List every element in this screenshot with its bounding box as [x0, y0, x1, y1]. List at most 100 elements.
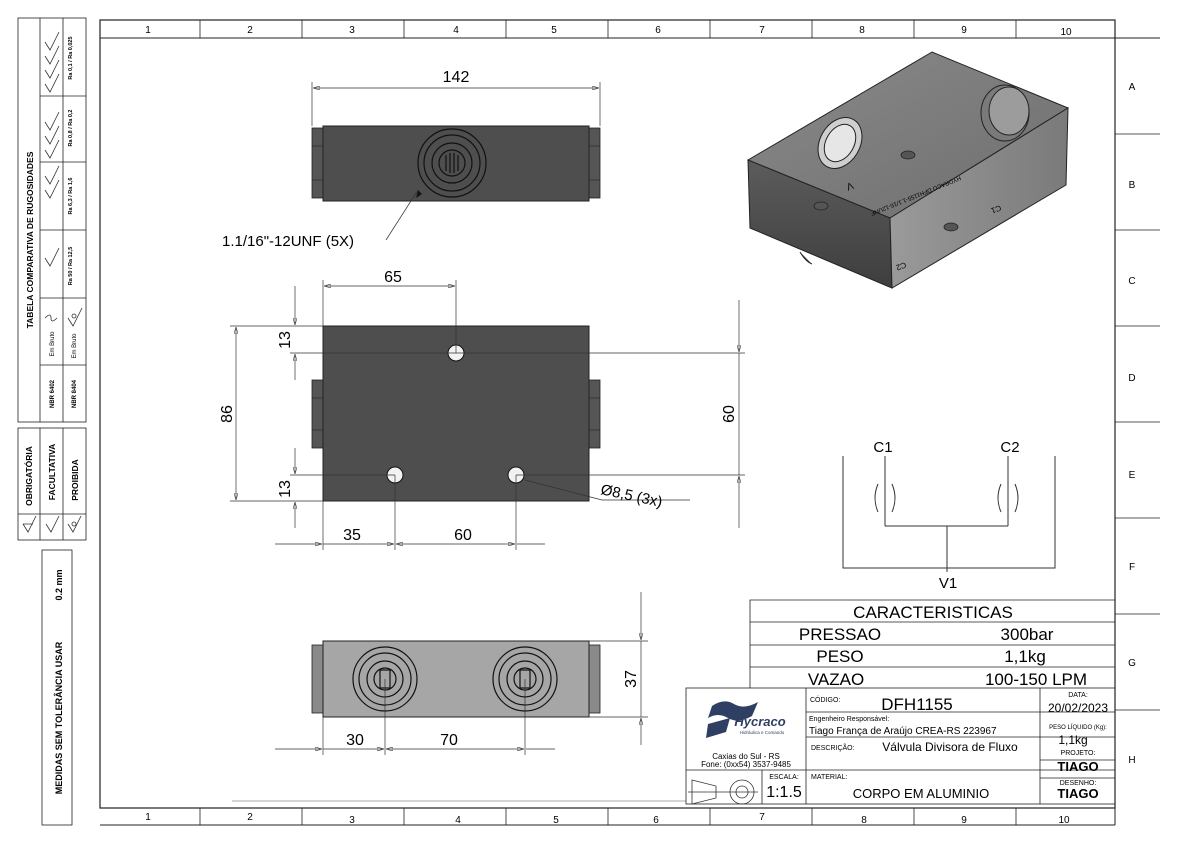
- roughness-grade-4: Ra 0,1 / Ra 0,025: [68, 36, 74, 79]
- bottom-view-dimensions: [275, 592, 648, 755]
- tolerance-label: MEDIDAS SEM TOLERÂNCIA USAR: [53, 641, 64, 794]
- column-markers-top: 1 2 3 4 5 6 7 8 9 10: [145, 20, 1072, 38]
- row-f: F: [1129, 562, 1135, 573]
- top-view-body: [322, 125, 590, 202]
- usage-forbidden: PROIBIDA: [70, 459, 80, 501]
- char-flow-value: 100-150 LPM: [985, 670, 1087, 689]
- iso-mark-v: V: [844, 179, 854, 192]
- hole-note: Ø8,5 (3x): [599, 481, 664, 511]
- dim-30: 30: [346, 732, 364, 749]
- col-3-bottom: 3: [349, 815, 355, 826]
- char-flow-label: VAZAO: [808, 670, 864, 689]
- roughness-table-title: TABELA COMPARATIVA DE RUGOSIDADES: [25, 151, 35, 328]
- row-g: G: [1128, 658, 1136, 669]
- usage-table: [17, 427, 87, 541]
- code-label: CÓDIGO:: [810, 695, 840, 704]
- weight-value: 1,1kg: [1058, 733, 1087, 747]
- bottom-view: 37 30 70: [275, 592, 648, 755]
- standard-nbr-8404: NBR 8404: [72, 379, 78, 408]
- col-7-bottom: 7: [759, 812, 765, 823]
- schematic-c2: C2: [1000, 439, 1019, 456]
- iso-end-face: [889, 107, 1069, 289]
- characteristics-table: [749, 599, 1115, 688]
- row-h: H: [1128, 755, 1135, 766]
- description-label: DESCRIÇÃO:: [811, 743, 855, 752]
- iso-mark-c1: C1: [989, 203, 1002, 215]
- hycraco-logo-mark: [708, 701, 758, 721]
- col-2-bottom: 2: [247, 812, 253, 823]
- char-pressure-value: 300bar: [1001, 625, 1054, 644]
- roughness-table: [17, 17, 87, 423]
- col-4-top: 4: [453, 25, 459, 36]
- surface-finish-symbol-4: [44, 31, 60, 93]
- usage-mandatory: OBRIGATÓRIA: [23, 446, 34, 506]
- code-value: DFH1155: [881, 695, 953, 714]
- drawing-value: TIAGO: [1057, 786, 1098, 801]
- raw-finish-symbol: [44, 314, 58, 322]
- col-8-bottom: 8: [861, 815, 867, 826]
- usage-symbols: [22, 515, 82, 533]
- thread-leader: [385, 189, 423, 241]
- roughness-symbols: [44, 31, 83, 327]
- engineer-label: Engenheiro Responsável:: [809, 716, 889, 723]
- weight-label: PESO LÍQUIDO (Kg):: [1049, 724, 1107, 731]
- raw-finish-symbol-8404: [67, 307, 83, 327]
- top-view-length-label: 142: [443, 69, 470, 86]
- dim-35: 35: [343, 527, 361, 544]
- company-phone: Fone: (0xx54) 3537-9485: [701, 760, 791, 769]
- column-markers-bottom: 1 2 3 4 5 6 7 8 9 10: [145, 808, 1070, 826]
- dim-13-top: 13: [277, 331, 294, 349]
- iso-mounting-holes: [813, 150, 959, 232]
- projection-symbol: [688, 779, 758, 805]
- date-label: DATA:: [1068, 692, 1088, 699]
- row-markers-right: A B C D E F G H: [1115, 82, 1160, 766]
- company-name: Hycraco: [734, 714, 785, 729]
- char-weight-label: PESO: [816, 647, 863, 666]
- usage-optional: FACULTATIVA: [47, 444, 57, 501]
- restrictor-left: [874, 483, 896, 513]
- surface-finish-symbol-1: [44, 247, 60, 267]
- company-city: Caxias do Sul - RS: [712, 752, 780, 761]
- tolerance-box: [41, 549, 73, 826]
- row-b: B: [1129, 180, 1136, 191]
- dim-65: 65: [384, 269, 402, 286]
- col-1-bottom: 1: [145, 812, 151, 823]
- front-view: 65 86 13 13 60 35 60 Ø8,5 (3x): [219, 269, 745, 550]
- project-label: PROJETO:: [1061, 750, 1096, 757]
- row-e: E: [1129, 470, 1136, 481]
- col-10-bottom: 10: [1058, 815, 1070, 826]
- raw-label-8404: Em Bruto: [72, 333, 78, 359]
- dim-13-bottom: 13: [277, 480, 294, 498]
- description-value: Válvula Divisora de Fluxo: [882, 740, 1018, 754]
- iso-mark-c2: C2: [894, 260, 907, 272]
- hycraco-logo: Hycraco Hidráulica e Comando: [706, 701, 786, 738]
- material-value: CORPO EM ALUMINIO: [853, 786, 990, 801]
- title-block: [685, 687, 1116, 805]
- company-subtitle: Hidráulica e Comando: [740, 730, 785, 735]
- standard-nbr-6402: NBR 6402: [50, 379, 56, 408]
- raw-label-6402: Em Bruto: [50, 331, 56, 357]
- iso-plug: [980, 84, 1030, 142]
- dim-60-vertical: 60: [721, 405, 738, 423]
- col-3-top: 3: [349, 25, 355, 36]
- date-value: 20/02/2023: [1048, 701, 1108, 715]
- restrictor-right: [997, 483, 1019, 513]
- col-7-top: 7: [759, 25, 765, 36]
- roughness-grade-1: Ra 50 / Ra 12,5: [68, 247, 74, 286]
- char-weight-value: 1,1kg: [1004, 647, 1046, 666]
- surface-finish-symbol-2: [44, 165, 60, 199]
- top-view: 142 1.1/16"-12UNF (5X): [222, 69, 601, 250]
- col-4-bottom: 4: [455, 815, 461, 826]
- material-label: MATERIAL:: [811, 774, 847, 781]
- col-2-top: 2: [247, 25, 253, 36]
- col-1-top: 1: [145, 25, 151, 36]
- thread-note: 1.1/16"-12UNF (5X): [222, 233, 354, 250]
- top-view-port: [417, 128, 487, 198]
- scale-value: 1:1.5: [766, 784, 802, 801]
- roughness-grade-2: Ra 6,3 / Ra 1,6: [68, 178, 74, 215]
- iso-side-port: [817, 117, 863, 169]
- schematic-v1: V1: [939, 575, 957, 592]
- col-9-bottom: 9: [961, 815, 967, 826]
- col-5-top: 5: [551, 25, 557, 36]
